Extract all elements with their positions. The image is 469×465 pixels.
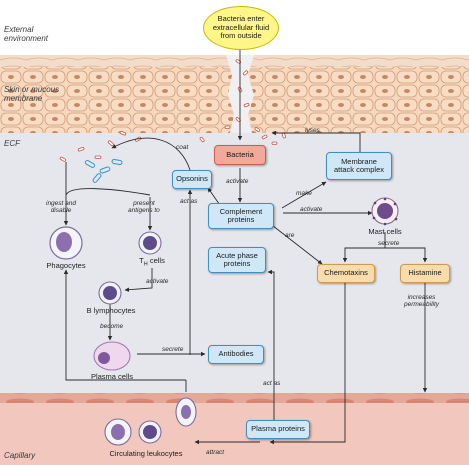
label-skin-membrane: Skin or mucous membrane [4,85,60,103]
plasma-cell [93,341,131,371]
arrow-label-attract: attract [206,449,225,456]
arrow-label-activate-mast: activate [300,206,323,213]
arrow-label-make: make [296,190,312,197]
box-acute-phase-proteins: Acute phase proteins [208,247,266,273]
arrow-label-activate-complement: activate [226,178,249,185]
coated-bacteria [84,158,123,183]
arrow-label-lyses: lyses [305,127,320,134]
label-plasma-cells: Plasma cells [90,372,134,381]
label-ecf: ECF [4,139,20,148]
arrow-label-present-antigens: present antigens to [128,200,160,215]
box-bacteria: Bacteria [214,145,266,165]
capillary-wall [0,393,469,403]
circulating-leukocytes [104,397,197,446]
arrow-label-secrete-antibodies: secrete [162,346,184,353]
box-opsonins: Opsonins [172,170,212,189]
arrow-label-are: are [285,232,295,239]
label-circulating-leukocytes: Circulating leukocytes [109,449,183,458]
arrow-label-increases-permeability: increases permeability [404,294,440,309]
label-mast-cells: Mast cells [368,227,402,236]
arrow-label-become: become [100,323,124,330]
arrow-label-coat: coat [176,144,189,151]
box-complement-proteins: Complement proteins [208,203,274,229]
arrow-label-act-as-opsonins: act as [180,198,198,205]
label-capillary: Capillary [4,451,36,460]
th-cell [138,231,162,255]
label-th-cells: TH cells [139,256,165,268]
arrow-label-activate-b: activate [146,278,169,285]
arrow-label-act-as-plasma: act as [263,380,281,387]
bacteria-fragments [59,59,287,162]
arrow-label-ingest-disable: ingest and disable [46,200,76,215]
label-b-lymphocytes: B lymphocytes [86,306,136,315]
box-plasma-proteins: Plasma proteins [246,420,310,439]
label-external-environment: External environment [4,25,49,43]
arrow-label-secrete-mast: secrete [378,240,400,247]
b-lymphocyte-cell [98,281,122,305]
phagocyte-cell [49,226,83,260]
mast-cell [371,197,399,226]
bacteria-entry-callout: Bacteria enter extracellular fluid from … [203,6,279,50]
box-membrane-attack-complex: Membrane attack complex [326,152,392,180]
capillary-area [0,403,469,465]
label-phagocytes: Phagocytes [46,261,86,270]
box-antibodies: Antibodies [208,345,264,364]
box-histamine: Histamine [400,264,450,283]
box-chemotaxins: Chemotaxins [317,264,375,283]
